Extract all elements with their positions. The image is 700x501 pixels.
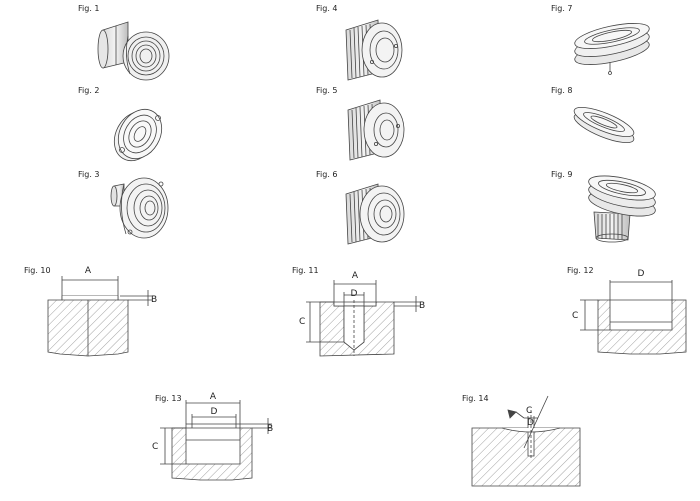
fig-9-drawing bbox=[588, 175, 656, 243]
fig-13-drawing bbox=[160, 400, 272, 481]
fig-8-label: Fig. 8 bbox=[551, 86, 573, 95]
fig-14-dim-c: C bbox=[526, 406, 532, 416]
fig-11-dim-a: A bbox=[352, 271, 359, 281]
fig-2-drawing bbox=[113, 108, 163, 162]
fig-10-label: Fig. 10 bbox=[24, 266, 51, 275]
dimension-labels: A B A D C B D C A D C B C D bbox=[85, 266, 645, 452]
fig-4-label: Fig. 4 bbox=[316, 4, 338, 13]
fig-10-dim-b: B bbox=[151, 295, 157, 305]
fig-1-drawing bbox=[97, 21, 170, 81]
fig-10-dim-a: A bbox=[85, 266, 92, 276]
fig-14-drawing bbox=[471, 395, 581, 487]
fig-12-dim-c: C bbox=[572, 311, 578, 321]
fig-11-dim-d: D bbox=[351, 289, 358, 299]
fig-13-dim-c: C bbox=[152, 442, 158, 452]
fig-13-label: Fig. 13 bbox=[155, 394, 182, 403]
fig-13-dim-b: B bbox=[267, 424, 273, 434]
fig-11-dim-b: B bbox=[419, 301, 425, 311]
fig-6-drawing bbox=[345, 183, 405, 245]
fig-3-label: Fig. 3 bbox=[78, 170, 100, 179]
fig-14-dim-d: D bbox=[527, 418, 534, 428]
fig-12-dim-d: D bbox=[638, 269, 645, 279]
fig-7-label: Fig. 7 bbox=[551, 4, 573, 13]
fig-10-drawing bbox=[47, 276, 152, 357]
fig-11-drawing bbox=[306, 280, 420, 357]
fig-12-label: Fig. 12 bbox=[567, 266, 594, 275]
fig-7-drawing bbox=[574, 23, 650, 75]
fig-13-dim-d: D bbox=[211, 407, 218, 417]
fig-8-drawing bbox=[573, 106, 635, 144]
fig-6-label: Fig. 6 bbox=[316, 170, 338, 179]
fig-3-drawing bbox=[110, 177, 169, 239]
fig-14-label: Fig. 14 bbox=[462, 394, 489, 403]
fig-11-label: Fig. 11 bbox=[292, 266, 319, 275]
fig-13-dim-a: A bbox=[210, 392, 217, 402]
fig-4-drawing bbox=[345, 19, 403, 81]
fig-12-drawing bbox=[580, 280, 687, 355]
fig-11-dim-c: C bbox=[299, 317, 305, 327]
fig-1-label: Fig. 1 bbox=[78, 4, 100, 13]
fig-2-label: Fig. 2 bbox=[78, 86, 100, 95]
fig-9-label: Fig. 9 bbox=[551, 170, 573, 179]
fig-5-label: Fig. 5 bbox=[316, 86, 338, 95]
fig-5-drawing bbox=[347, 99, 405, 161]
